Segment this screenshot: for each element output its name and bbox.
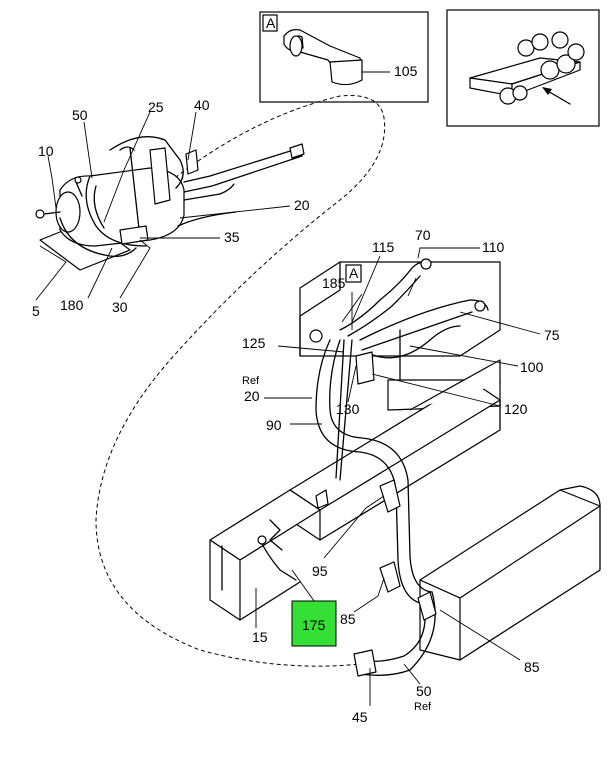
inset-a-detail: A 105	[259, 11, 429, 103]
callout-120: 120	[504, 401, 528, 417]
callout-85-b: 85	[524, 659, 540, 675]
callout-85-a: 85	[340, 611, 356, 627]
callout-175: 175	[302, 617, 326, 633]
engine-frame-assembly	[209, 261, 601, 661]
callout-25: 25	[148, 99, 164, 115]
callout-130: 130	[336, 401, 360, 417]
callout-185: 185	[322, 275, 346, 291]
callout-180: 180	[60, 297, 84, 313]
upper-left-leaders	[35, 111, 291, 301]
callout-a-main: A	[349, 265, 359, 281]
callout-105: 105	[394, 63, 418, 79]
callout-40: 40	[194, 97, 210, 113]
ref-label-20: Ref	[242, 375, 260, 387]
callout-45: 45	[352, 709, 368, 725]
callout-90: 90	[266, 417, 282, 433]
coolant-tube-routing	[257, 258, 489, 677]
upper-left-assembly	[35, 136, 305, 271]
callout-35: 35	[224, 229, 240, 245]
callout-20-ref: 20	[244, 388, 260, 404]
callout-20-top: 20	[294, 197, 310, 213]
callout-115: 115	[372, 239, 395, 255]
lower-right-leaders	[255, 247, 541, 706]
callout-50-bot: 50	[416, 683, 432, 699]
callout-labels: 10 50 25 40 20 35 5 180 30 70 115 110 18…	[32, 97, 560, 725]
callout-110: 110	[482, 239, 505, 255]
callout-15: 15	[252, 629, 268, 645]
callout-175-highlight	[291, 600, 337, 647]
callout-30: 30	[112, 299, 128, 315]
callout-5: 5	[32, 303, 40, 319]
routing-dashed-line	[95, 94, 386, 667]
callout-70: 70	[415, 227, 431, 243]
callout-125: 125	[242, 335, 266, 351]
callout-75: 75	[544, 327, 560, 343]
callout-10: 10	[38, 143, 54, 159]
vehicle-locator-inset	[446, 9, 600, 127]
callout-50-top: 50	[72, 107, 88, 123]
callout-100: 100	[520, 359, 544, 375]
inset-a-tag: A	[266, 15, 276, 31]
ref-label-50: Ref	[414, 701, 432, 713]
callout-95: 95	[312, 563, 328, 579]
